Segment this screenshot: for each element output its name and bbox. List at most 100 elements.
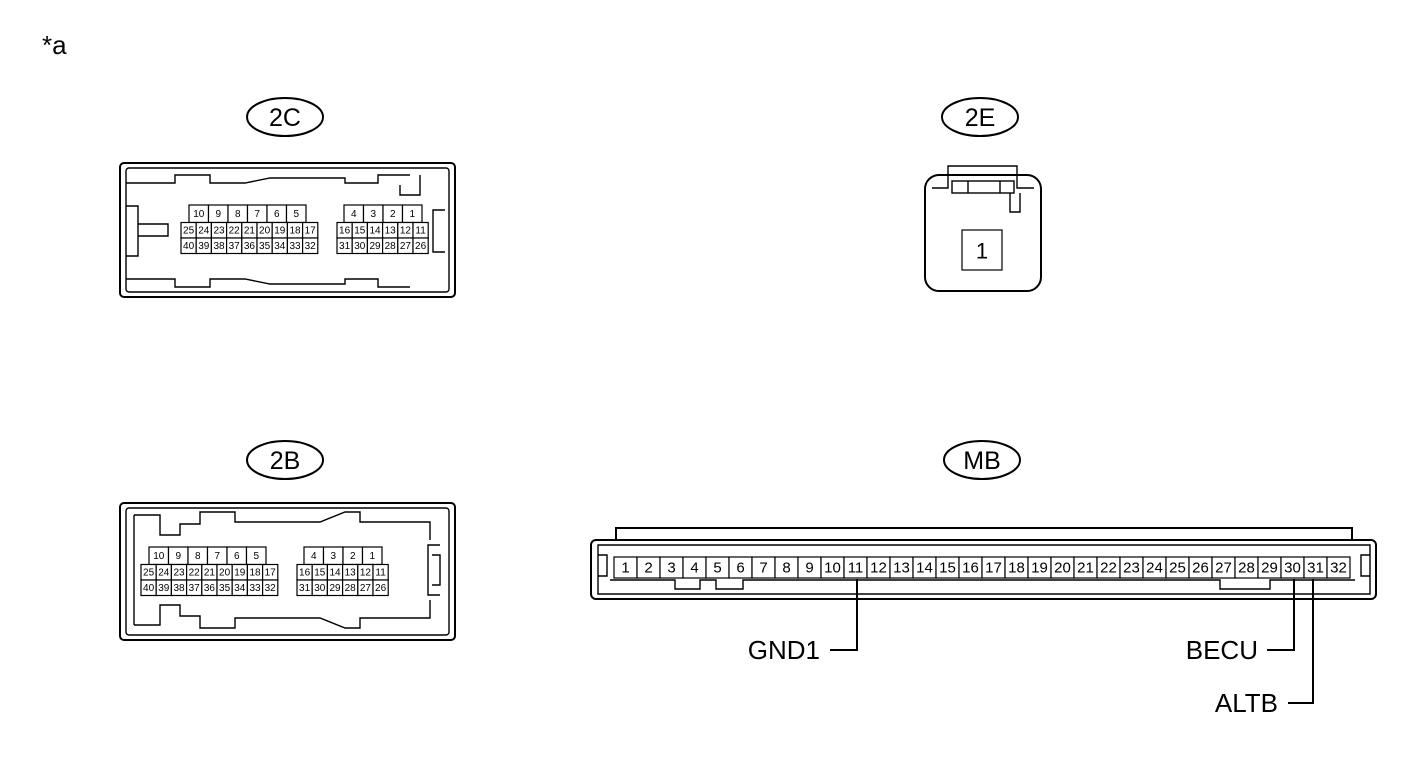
- mb-pin-2: 2: [644, 560, 652, 577]
- g2B-pin-38: 38: [173, 583, 185, 594]
- g2C-pin-34: 34: [274, 241, 286, 252]
- mb-pin-16: 16: [962, 560, 979, 577]
- mb-pin-22: 22: [1100, 560, 1117, 577]
- g2B-pin-20: 20: [219, 567, 231, 578]
- g2B-pin-18: 18: [249, 567, 261, 578]
- g2C-pin-32: 32: [305, 241, 317, 252]
- g2B-pin-31: 31: [299, 583, 311, 594]
- mb-pin-21: 21: [1077, 560, 1094, 577]
- g2B-pin-32: 32: [265, 583, 277, 594]
- g2C-pin-36: 36: [244, 241, 256, 252]
- mb-pin-9: 9: [805, 560, 813, 577]
- g2C-pin-16: 16: [339, 225, 351, 236]
- connector-2b-id: 2B: [270, 447, 301, 475]
- g2B-pin-12: 12: [360, 567, 372, 578]
- connector-2c-label: 2C: [246, 97, 324, 137]
- mb-pin-18: 18: [1008, 560, 1025, 577]
- mb-pin-13: 13: [893, 560, 910, 577]
- mb-pin-11: 11: [848, 560, 864, 577]
- g2B-pin-2: 2: [350, 551, 356, 562]
- connector-2e-id: 2E: [965, 104, 996, 132]
- g2C-pin-28: 28: [385, 241, 397, 252]
- g2C-pin-29: 29: [369, 241, 381, 252]
- g2C-pin-18: 18: [289, 225, 301, 236]
- g2C-pin-12: 12: [400, 225, 412, 236]
- mb-pin-5: 5: [713, 560, 721, 577]
- g2C-pin-32-cell: [302, 237, 319, 255]
- mb-pin-23: 23: [1123, 560, 1140, 577]
- g2B-pin-5: 5: [253, 551, 259, 562]
- g2B-pin-17: 17: [265, 567, 277, 578]
- g2C-pin-17: 17: [305, 225, 317, 236]
- g2C-pin-22: 22: [229, 225, 241, 236]
- g2C-pin-7: 7: [254, 209, 260, 220]
- g2C-pin-9: 9: [215, 209, 221, 220]
- g2B-pin-10: 10: [153, 551, 165, 562]
- g2B-pin-25: 25: [143, 567, 155, 578]
- g2B-pin-28: 28: [345, 583, 357, 594]
- g2B-pin-27: 27: [360, 583, 372, 594]
- g2C-pin-24: 24: [198, 225, 210, 236]
- g2B-pin-7: 7: [214, 551, 220, 562]
- g2C-pin-27: 27: [400, 241, 412, 252]
- g2B-pin-37: 37: [189, 583, 201, 594]
- mb-pin-19: 19: [1031, 560, 1048, 577]
- g2C-pin-23: 23: [213, 225, 225, 236]
- g2B-pin-26: 26: [375, 583, 387, 594]
- g2C-pin-5: 5: [293, 209, 299, 220]
- mb-pin-28: 28: [1238, 560, 1255, 577]
- g2C-pin-30: 30: [354, 241, 366, 252]
- g2B-pin-8: 8: [195, 551, 201, 562]
- g2C-pin-35: 35: [259, 241, 271, 252]
- g2B-pin-9: 9: [175, 551, 181, 562]
- g2C-pin-10: 10: [193, 209, 205, 220]
- g2C-pin-33: 33: [289, 241, 301, 252]
- g2B-pin-40: 40: [143, 583, 155, 594]
- mb-pin-3: 3: [667, 560, 675, 577]
- g2B-pin-35: 35: [219, 583, 231, 594]
- g2B-pin-36: 36: [204, 583, 216, 594]
- g2B-pin-39: 39: [158, 583, 170, 594]
- g2B-pin-3: 3: [330, 551, 336, 562]
- g2C-pin-38: 38: [213, 241, 225, 252]
- g2C-pin-1: 1: [409, 209, 415, 220]
- g2B-pin-14: 14: [329, 567, 341, 578]
- g2C-pin-40: 40: [183, 241, 195, 252]
- g2B-pin-24: 24: [158, 567, 170, 578]
- g2B-pin-30: 30: [314, 583, 326, 594]
- mb-pin-27: 27: [1215, 560, 1232, 577]
- g2C-pin-19: 19: [274, 225, 286, 236]
- terminal-altb-label: ALTB: [1215, 688, 1278, 718]
- g2B-pin-26-cell: [372, 579, 389, 597]
- figure-mark: *a: [42, 30, 67, 60]
- mb-pin-12: 12: [870, 560, 887, 577]
- mb-pin-32: 32: [1330, 560, 1347, 577]
- connector-2e-body: 1: [924, 165, 1042, 292]
- g2B-pin-32-cell: [262, 579, 279, 597]
- g2C-pin-15: 15: [354, 225, 366, 236]
- g2B-pin-19: 19: [234, 567, 246, 578]
- g2B-pin-16: 16: [299, 567, 311, 578]
- g2C-pin-21: 21: [244, 225, 256, 236]
- mb-pin-29: 29: [1261, 560, 1278, 577]
- g2C-pin-20: 20: [259, 225, 271, 236]
- g2B-pin-4: 4: [311, 551, 317, 562]
- connector-mb-label: MB: [943, 440, 1021, 480]
- mb-pin-14: 14: [916, 560, 933, 577]
- g2C-pin-4: 4: [351, 209, 357, 220]
- connector-2c-id: 2C: [269, 104, 301, 132]
- g2B-pin-21: 21: [204, 567, 216, 578]
- g2C-pin-11: 11: [415, 225, 426, 236]
- mb-pin-25: 25: [1169, 560, 1186, 577]
- g2B-pin-13: 13: [345, 567, 357, 578]
- mb-pin-15: 15: [939, 560, 956, 577]
- connector-2e-pin: 1: [976, 239, 988, 264]
- g2C-pin-26: 26: [415, 241, 427, 252]
- g2C-pin-25: 25: [183, 225, 195, 236]
- g2B-pin-23: 23: [173, 567, 185, 578]
- g2B-pin-1: 1: [369, 551, 375, 562]
- connector-2b-label: 2B: [246, 440, 324, 480]
- mb-pin-31: 31: [1307, 560, 1324, 577]
